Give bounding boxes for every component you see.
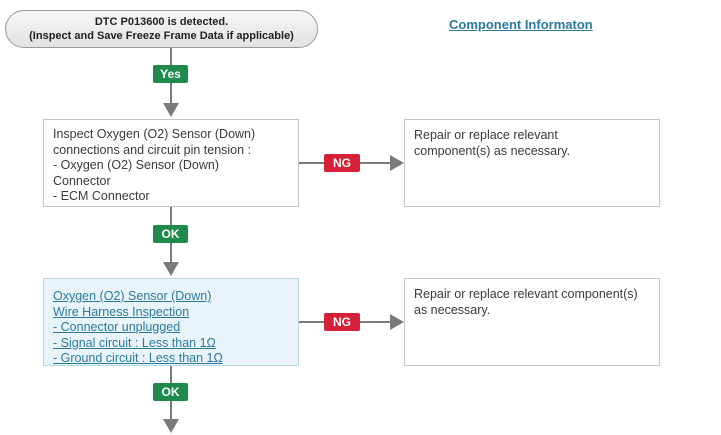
ng-badge: NG bbox=[324, 154, 360, 172]
ok-badge: OK bbox=[153, 225, 188, 243]
arrow-down-icon bbox=[163, 419, 179, 433]
component-information-link[interactable]: Component Informaton bbox=[449, 17, 593, 32]
dtc-start-node: DTC P013600 is detected. (Inspect and Sa… bbox=[5, 10, 318, 48]
arrow-down-icon bbox=[163, 262, 179, 276]
ground-circuit-link[interactable]: - Ground circuit : Less than 1Ω bbox=[53, 351, 223, 365]
arrow-right-icon bbox=[390, 314, 404, 330]
step1-line: - ECM Connector bbox=[53, 189, 150, 203]
repair2-line: Repair or replace relevant component(s) bbox=[414, 287, 638, 301]
step1-line: connections and circuit pin tension : bbox=[53, 142, 252, 157]
repair2-line: as necessary. bbox=[414, 302, 491, 317]
harness-inspection-link[interactable]: Oxygen (O2) Sensor (Down) bbox=[53, 289, 212, 303]
harness-inspection-link[interactable]: Wire Harness Inspection bbox=[53, 304, 190, 319]
signal-circuit-link[interactable]: - Signal circuit : Less than 1Ω bbox=[53, 335, 216, 350]
ok-badge: OK bbox=[153, 383, 188, 401]
repair1-line: component(s) as necessary. bbox=[414, 143, 571, 158]
yes-badge: Yes bbox=[153, 65, 188, 83]
repair1-box: Repair or replace relevant component(s) … bbox=[404, 119, 660, 207]
step1-line: Connector bbox=[53, 173, 111, 188]
step2-harness-inspection-box: Oxygen (O2) Sensor (Down) Wire Harness I… bbox=[43, 278, 299, 366]
repair1-line: Repair or replace relevant bbox=[414, 128, 558, 142]
arrow-down-icon bbox=[163, 103, 179, 117]
arrow-right-icon bbox=[390, 155, 404, 171]
connector-unplugged-link[interactable]: - Connector unplugged bbox=[53, 320, 181, 334]
dtc-detected-text: DTC P013600 is detected. bbox=[94, 16, 229, 28]
step1-line: - Oxygen (O2) Sensor (Down) bbox=[53, 158, 220, 172]
step1-inspect-box: Inspect Oxygen (O2) Sensor (Down) connec… bbox=[43, 119, 299, 207]
freeze-frame-text: (Inspect and Save Freeze Frame Data if a… bbox=[29, 30, 294, 42]
ng-badge: NG bbox=[324, 313, 360, 331]
step1-line: Inspect Oxygen (O2) Sensor (Down) bbox=[53, 127, 256, 141]
repair2-box: Repair or replace relevant component(s) … bbox=[404, 278, 660, 366]
